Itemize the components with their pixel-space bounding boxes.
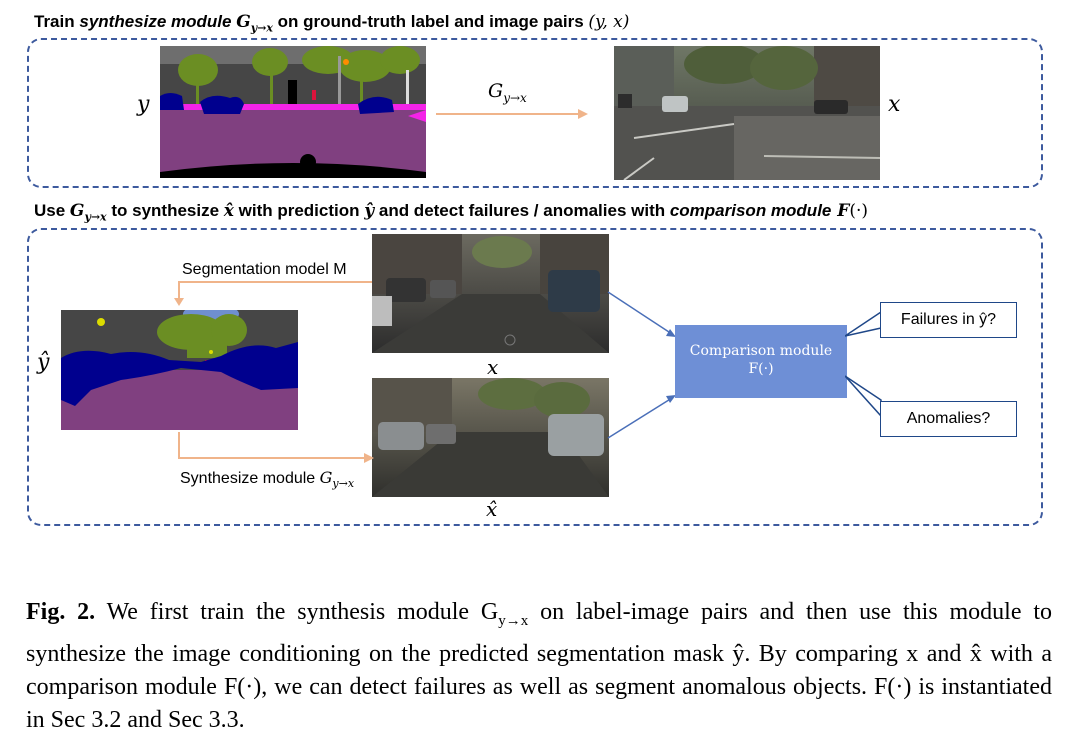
row2-heading-F-arg: (·) [849, 201, 869, 221]
callout-failures: Failures in ŷ? [880, 302, 1017, 338]
predicted-segmentation-mask [61, 310, 298, 430]
train-arrow-label-sub: y→x [503, 90, 527, 105]
row1-heading-sym: G [236, 12, 251, 32]
figure-caption: Fig. 2. We first train the synthesis mod… [26, 596, 1052, 737]
input-image-x [372, 234, 609, 353]
comparison-module-line1: Comparison module [689, 343, 833, 359]
segmentation-model-label: Segmentation model M [182, 261, 347, 278]
row1-heading-rest: on ground-truth label and image pairs [272, 12, 589, 31]
caption-text-part2: on label-image pairs and then use this m… [26, 599, 1052, 733]
comparison-module-line2: F(·) [748, 361, 774, 377]
row2-heading-prefix: Use [34, 201, 70, 220]
caption-sub: y→x [498, 612, 529, 629]
row2-heading-xhat: x̂ [223, 201, 234, 221]
row2-heading-sub: y→x [84, 210, 107, 224]
inference-panel [27, 228, 1043, 526]
row1-heading-prefix: Train [34, 12, 80, 31]
row2-heading-sym: G [69, 201, 85, 221]
comparison-module: Comparison module F(·) [675, 325, 847, 398]
row1-heading-pair: (y, x) [588, 12, 630, 32]
synthesize-module-label: Synthesize module Gy→x [180, 468, 354, 490]
training-panel [27, 38, 1043, 188]
ground-truth-label-map [160, 46, 426, 178]
label-y: y [137, 92, 150, 117]
ground-truth-image [614, 46, 880, 180]
train-arrow-label-sym: G [488, 80, 504, 102]
synthesize-arrow [178, 432, 374, 463]
label-x-row2: x [487, 355, 499, 379]
caption-text-part1: We first train the synthesis module G [95, 599, 499, 625]
row2-heading-yhat: ŷ [364, 201, 375, 221]
row1-heading: Train synthesize module Gy→x on ground-t… [34, 12, 629, 34]
row2-heading-F: F [831, 201, 850, 221]
train-arrow [436, 109, 588, 119]
synthesize-module-label-sym: G [319, 468, 333, 487]
caption-fig-label: Fig. 2. [26, 599, 96, 625]
train-arrow-label: Gy→x [488, 80, 527, 105]
label-x-row1: x [888, 92, 901, 117]
comparison-arrows [607, 291, 676, 439]
callout-pointers [845, 310, 882, 418]
row1-heading-sub: y→x [250, 21, 273, 35]
callout-anomalies: Anomalies? [880, 401, 1017, 437]
row2-heading-mid3: and detect failures / anomalies with [374, 201, 670, 220]
label-xhat: x̂ [486, 497, 498, 521]
row2-heading-mid1: to synthesize [106, 201, 224, 220]
segmentation-arrow [174, 281, 372, 306]
label-yhat: ŷ [37, 350, 50, 375]
synthesize-module-label-sub: y→x [332, 477, 355, 491]
row2-heading: Use Gy→x to synthesize x̂ with predictio… [34, 201, 868, 223]
row2-heading-mid2: with prediction [233, 201, 365, 220]
synthesize-module-label-text: Synthesize module [180, 470, 320, 487]
row2-heading-italic: comparison module [669, 201, 832, 220]
row1-heading-italic: synthesize module [79, 12, 232, 31]
synthesized-image-xhat [372, 378, 609, 497]
